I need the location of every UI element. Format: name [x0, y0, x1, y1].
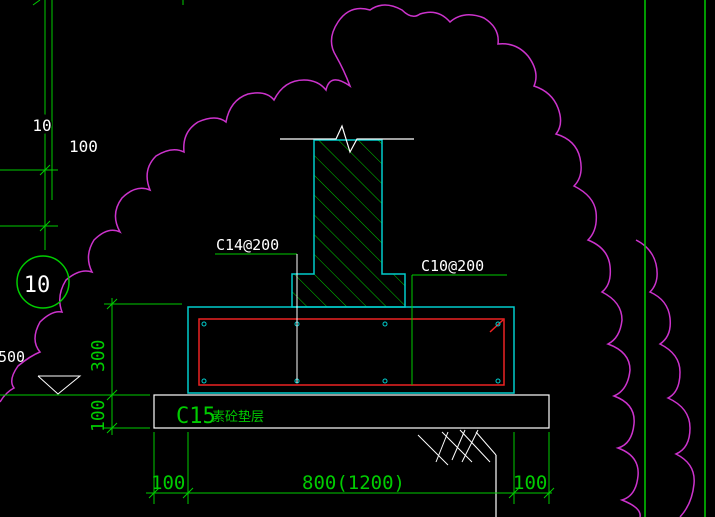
grid-bubble-large — [16, 255, 70, 309]
column-hatched — [291, 139, 406, 308]
soil-hatch — [417, 429, 497, 466]
hdim-tick — [182, 487, 194, 499]
left-tick — [39, 220, 51, 232]
left-tick — [32, 0, 41, 6]
dim-bottom-center: 800(1200) — [302, 472, 405, 494]
blinding-grade: C15 — [176, 404, 216, 429]
grid-bubble-small-label: 10 — [32, 116, 51, 135]
blinding-text: 素砼垫层 — [212, 409, 264, 425]
grid-bubble-small — [32, 114, 52, 134]
hdim-tick — [148, 487, 160, 499]
left-dim-100: 100 — [69, 137, 98, 156]
dim-bottom-right: 100 — [513, 472, 547, 494]
rebar-dots — [201, 321, 501, 384]
left-tick — [39, 164, 51, 176]
dim-300: 300 — [88, 339, 109, 372]
grid-bubble-large-label: 10 — [24, 273, 51, 298]
dim-100-vertical: 100 — [88, 399, 109, 432]
elevation-mark — [37, 375, 82, 395]
dim-bottom-left: 100 — [151, 472, 185, 494]
rebar-label-left: C14@200 — [216, 236, 279, 254]
hdim-tick — [543, 487, 555, 499]
vdim-tick — [106, 422, 118, 434]
left-500: 500 — [0, 348, 25, 366]
break-line — [280, 124, 414, 154]
revision-cloud-right — [635, 239, 695, 517]
blinding-layer — [153, 394, 550, 429]
vdim-tick — [106, 389, 118, 401]
rebar-label-right: C10@200 — [421, 257, 484, 275]
hdim-tick — [508, 487, 520, 499]
revision-cloud — [0, 4, 641, 517]
rebar-cage — [198, 318, 505, 386]
vdim-tick — [106, 298, 118, 310]
footing-outline — [187, 306, 515, 394]
